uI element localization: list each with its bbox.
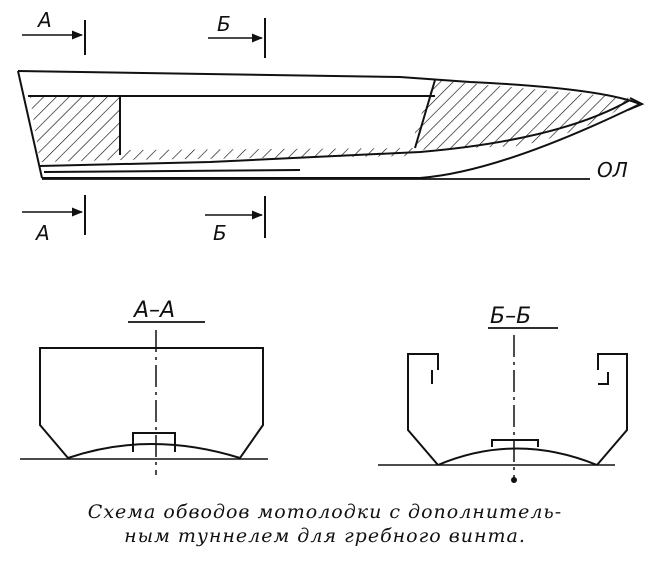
bow-bulkhead xyxy=(414,79,436,149)
section-bb-bottom xyxy=(437,447,598,466)
section-bb-right-wall xyxy=(596,353,628,466)
section-bb-left-wall xyxy=(407,353,439,466)
caption-line-2: ным туннелем для гребного винта. xyxy=(124,525,526,547)
keel-line xyxy=(42,103,641,179)
caption-line-1: Схема обводов мотолодки с дополнитель- xyxy=(87,501,563,523)
baseline-label: ОЛ xyxy=(597,158,628,182)
section-bb-tunnel xyxy=(491,439,539,447)
section-bb-center-dot xyxy=(511,477,517,483)
section-bb xyxy=(378,327,628,478)
bottom-hatched-strip xyxy=(120,148,415,160)
section-aa-outline xyxy=(39,347,264,460)
inner-keel-line xyxy=(43,169,301,173)
section-aa-tunnel xyxy=(132,432,176,452)
section-a-top-label: А xyxy=(36,8,52,32)
view-bb-title: Б–Б xyxy=(490,304,531,329)
bow-hatched-area xyxy=(415,80,630,150)
chine-line xyxy=(39,99,631,167)
hull-side-profile xyxy=(17,70,645,180)
stern-hatched-area xyxy=(30,97,120,162)
section-b-top-label: Б xyxy=(217,12,231,36)
section-a-bottom-label: А xyxy=(34,221,50,245)
section-aa xyxy=(20,321,268,475)
stern-transom xyxy=(17,70,43,179)
section-b-bottom-label: Б xyxy=(213,221,227,245)
section-bb-right-flange xyxy=(598,372,609,385)
view-aa-title: А–А xyxy=(132,298,175,323)
figure-caption: Схема обводов мотолодки с дополнитель- н… xyxy=(0,500,650,548)
bow-tip xyxy=(627,97,645,111)
section-markers xyxy=(22,18,266,238)
sheer-line xyxy=(17,70,641,105)
